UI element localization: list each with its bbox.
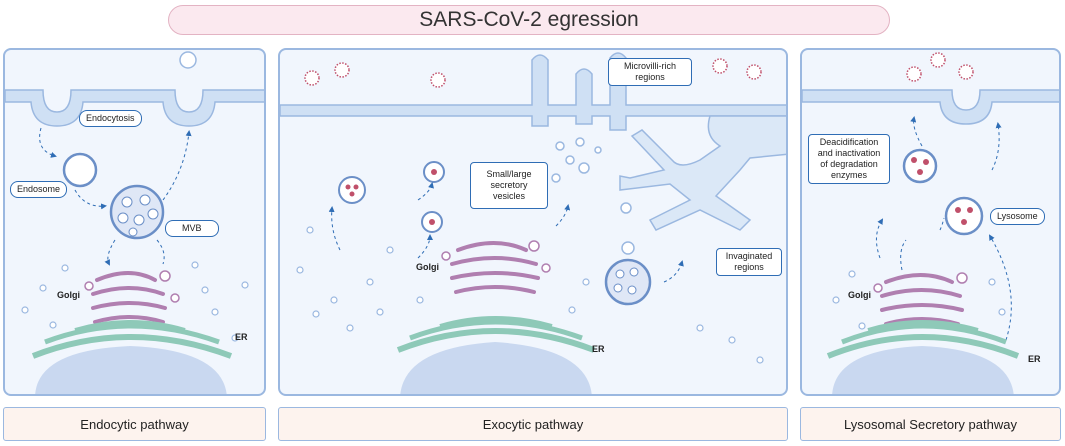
virus-icon bbox=[304, 58, 762, 88]
exocytic-panel: Microvilli-rich regions Small/large secr… bbox=[278, 48, 788, 396]
mvb-icon bbox=[109, 184, 165, 240]
secretory-vesicles-label: Small/large secretory vesicles bbox=[470, 162, 548, 209]
lysosomal-caption: Lysosomal Secretory pathway bbox=[800, 407, 1061, 441]
vesicle-icon bbox=[179, 51, 197, 69]
endosome-icon bbox=[62, 152, 98, 188]
microvilli-label: Microvilli-rich regions bbox=[608, 58, 692, 86]
er-icon bbox=[31, 320, 233, 394]
er-icon bbox=[826, 320, 1020, 394]
golgi-icon bbox=[880, 273, 964, 326]
golgi-icon bbox=[91, 271, 167, 324]
mvb-label: MVB bbox=[165, 220, 219, 237]
golgi-icon bbox=[450, 241, 540, 294]
golgi-label: Golgi bbox=[57, 290, 80, 300]
mvb-icon bbox=[604, 258, 652, 306]
golgi-label: Golgi bbox=[848, 290, 871, 300]
endocytosis-label: Endocytosis bbox=[79, 110, 142, 127]
endocytic-panel: Endocytosis Endosome MVB Golgi ER bbox=[3, 48, 266, 396]
endosome-label: Endosome bbox=[10, 181, 68, 198]
invaginated-label: Invaginated regions bbox=[716, 248, 782, 276]
virus-icon bbox=[906, 52, 974, 82]
endocytic-caption: Endocytic pathway bbox=[3, 407, 266, 441]
deacidification-label: Deacidification and inactivation of degr… bbox=[808, 134, 890, 184]
golgi-label: Golgi bbox=[416, 262, 439, 272]
er-icon bbox=[396, 316, 596, 394]
er-label: ER bbox=[1028, 354, 1041, 364]
lysosome-label: Lysosome bbox=[990, 208, 1045, 225]
plasma-membrane bbox=[5, 89, 264, 127]
er-label: ER bbox=[592, 344, 605, 354]
er-label: ER bbox=[235, 332, 248, 342]
diagram-title: SARS-CoV-2 egression bbox=[168, 5, 890, 35]
lysosomal-panel: Deacidification and inactivation of degr… bbox=[800, 48, 1061, 396]
plasma-membrane bbox=[802, 89, 1059, 125]
exocytic-caption: Exocytic pathway bbox=[278, 407, 788, 441]
